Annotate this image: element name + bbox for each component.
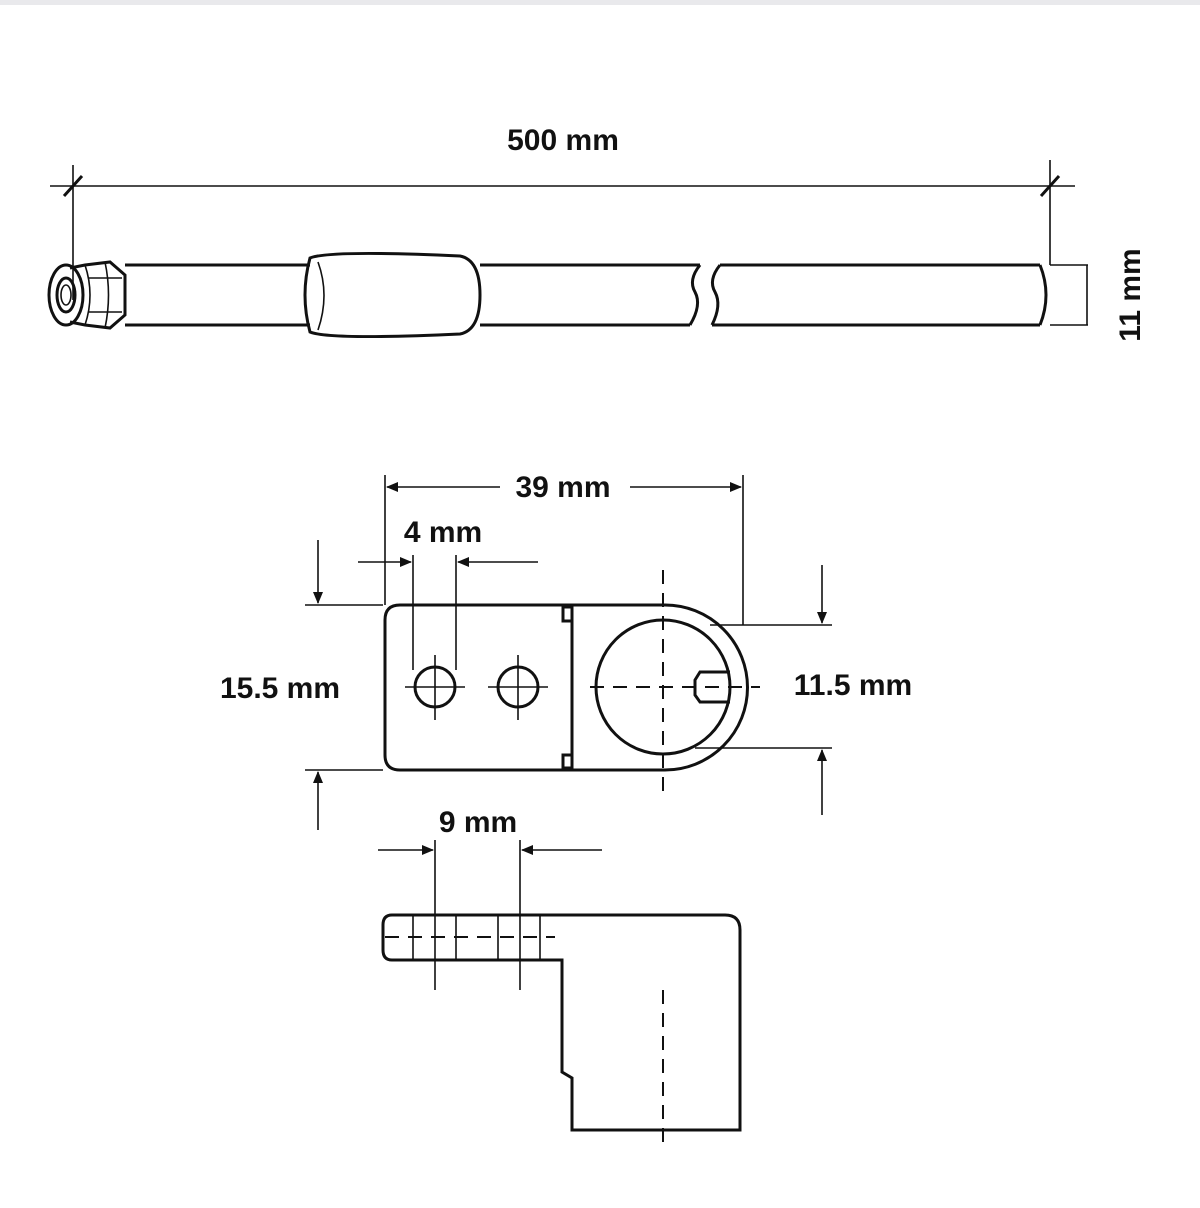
bracket-top-view: 39 mm 4 mm 15.5 mm 11.5 mm [220, 471, 912, 830]
length-label: 500 mm [507, 124, 619, 157]
hole-diameter-label: 4 mm [404, 516, 482, 549]
bracket-side-view: 9 mm [378, 806, 742, 1150]
top-strip [0, 0, 1200, 5]
hole-spacing-label: 9 mm [439, 806, 517, 839]
bracket-length-label: 39 mm [515, 471, 610, 504]
rod-drawing: 500 mm 11 mm [47, 124, 1147, 342]
bracket-height-label: 15.5 mm [220, 672, 340, 705]
diameter-label: 11 mm [1114, 248, 1147, 341]
bore-diameter-label: 11.5 mm [794, 669, 912, 702]
